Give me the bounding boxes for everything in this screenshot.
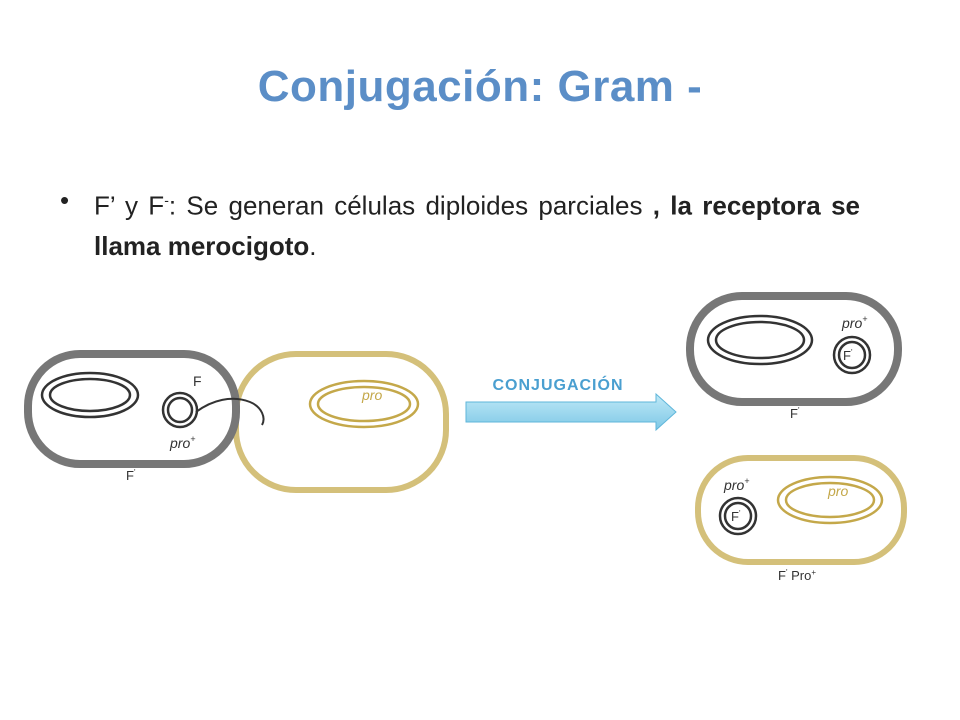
output-merozygote-cell: pro F' pro+ xyxy=(695,455,907,565)
output1-plasmid xyxy=(832,335,872,375)
output2-plasmid-label: F' xyxy=(731,509,741,524)
donor-plasmid xyxy=(161,391,199,429)
recipient-chromosome xyxy=(308,379,420,429)
output1-plasmid-label: F' xyxy=(843,348,853,363)
bullet-text-part2: : Se generan células diploides parciales xyxy=(168,190,653,221)
output-donor-cell: F' pro+ xyxy=(686,292,902,406)
output2-chromosome xyxy=(776,475,884,525)
output2-gene-label: pro+ xyxy=(723,476,750,493)
recipient-gene-label: pro xyxy=(361,387,382,403)
output2-plasmid xyxy=(718,496,758,536)
arrow-label: CONJUGACIÓN xyxy=(492,375,623,394)
conjugation-arrow: CONJUGACIÓN xyxy=(465,375,677,432)
donor-cell-label: F' xyxy=(126,468,136,483)
output1-cell-label: F' xyxy=(790,406,800,421)
slide-title: Conjugación: Gram - xyxy=(257,62,703,111)
bullet-text: F’ y F-: Se generan células diploides pa… xyxy=(94,180,860,266)
donor-plasmid-label: F xyxy=(193,373,202,389)
bullet-point: • F’ y F-: Se generan células diploides … xyxy=(60,180,860,266)
output1-chromosome xyxy=(706,314,814,366)
donor-chromosome xyxy=(40,371,140,419)
pilus xyxy=(195,397,265,426)
output2-chrom-gene-label: pro xyxy=(827,483,848,499)
donor-gene-label: pro+ xyxy=(169,434,196,451)
bullet-text-sup: - xyxy=(164,192,169,208)
bullet-text-period: . xyxy=(309,230,317,261)
recipient-cell: pro xyxy=(233,351,449,493)
bullet-text-bold: , la receptora se llama merocigoto xyxy=(94,190,860,261)
bullet-text-part1: F’ y F xyxy=(94,190,165,221)
output2-cell-label: F' Pro+ xyxy=(778,568,816,583)
bullet-icon: • xyxy=(60,185,70,215)
output1-gene-label: pro+ xyxy=(841,314,868,331)
donor-cell: F pro+ xyxy=(24,350,265,468)
